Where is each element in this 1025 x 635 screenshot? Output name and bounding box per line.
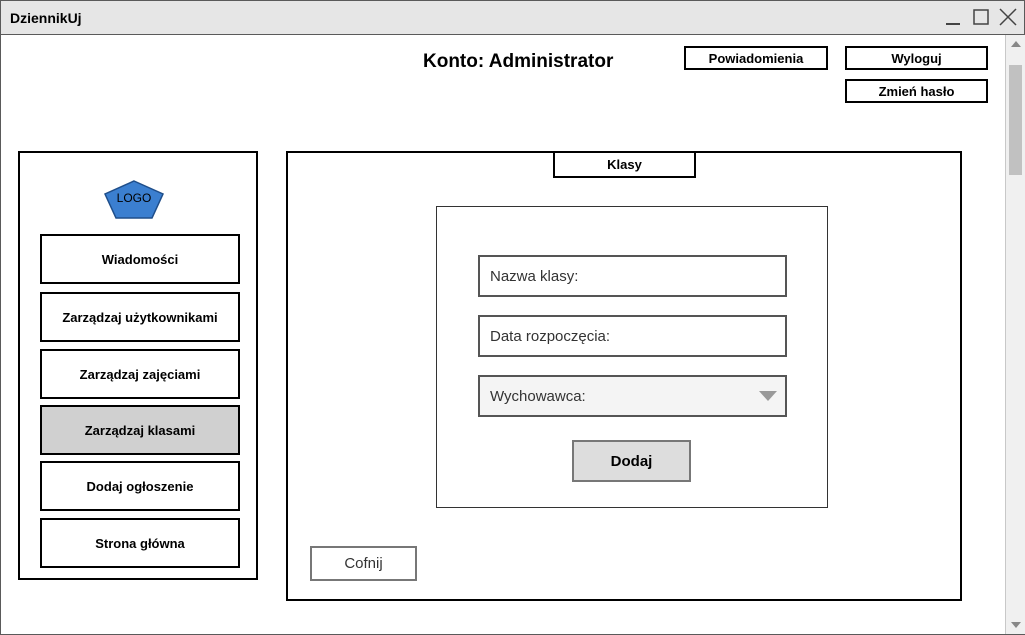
add-button[interactable]: Dodaj	[572, 440, 691, 482]
title-bar: DziennikUj	[1, 1, 1024, 35]
close-icon[interactable]	[998, 8, 1018, 28]
add-class-form: Nazwa klasy: Data rozpoczęcia: Wychowawc…	[436, 206, 828, 508]
sidebar-item-manage-classes[interactable]: Zarządzaj klasami	[40, 405, 240, 455]
class-name-placeholder: Nazwa klasy:	[490, 267, 579, 285]
account-title: Konto: Administrator	[423, 51, 614, 72]
teacher-select[interactable]: Wychowawca:	[478, 375, 787, 417]
scroll-down-icon[interactable]	[1011, 622, 1021, 628]
class-name-input[interactable]: Nazwa klasy:	[478, 255, 787, 297]
start-date-placeholder: Data rozpoczęcia:	[490, 327, 611, 345]
scroll-thumb[interactable]	[1009, 65, 1022, 175]
teacher-select-label: Wychowawca:	[490, 387, 586, 405]
change-password-button[interactable]: Zmień hasło	[845, 79, 988, 103]
logo-pentagon-icon	[104, 180, 164, 219]
maximize-icon[interactable]	[971, 8, 991, 28]
start-date-input[interactable]: Data rozpoczęcia:	[478, 315, 787, 357]
logout-button[interactable]: Wyloguj	[845, 46, 988, 70]
scroll-up-icon[interactable]	[1011, 41, 1021, 47]
notifications-button[interactable]: Powiadomienia	[684, 46, 828, 70]
logo-text: LOGO	[116, 191, 152, 205]
vertical-scrollbar[interactable]	[1005, 35, 1025, 634]
sidebar-item-add-announcement[interactable]: Dodaj ogłoszenie	[40, 461, 240, 511]
minimize-icon[interactable]	[943, 8, 963, 28]
sidebar-item-manage-classes-sessions[interactable]: Zarządzaj zajęciami	[40, 349, 240, 399]
sidebar-item-home[interactable]: Strona główna	[40, 518, 240, 568]
app-title: DziennikUj	[10, 10, 82, 26]
back-button[interactable]: Cofnij	[310, 546, 417, 581]
sidebar-item-messages[interactable]: Wiadomości	[40, 234, 240, 284]
sidebar-item-manage-users[interactable]: Zarządzaj użytkownikami	[40, 292, 240, 342]
sidebar: LOGO Wiadomości Zarządzaj użytkownikami …	[18, 151, 258, 580]
chevron-down-icon[interactable]	[759, 391, 777, 401]
main-panel: Klasy Nazwa klasy: Data rozpoczęcia: Wyc…	[286, 151, 962, 601]
logo: LOGO	[104, 180, 164, 220]
tab-classes[interactable]: Klasy	[553, 151, 696, 178]
